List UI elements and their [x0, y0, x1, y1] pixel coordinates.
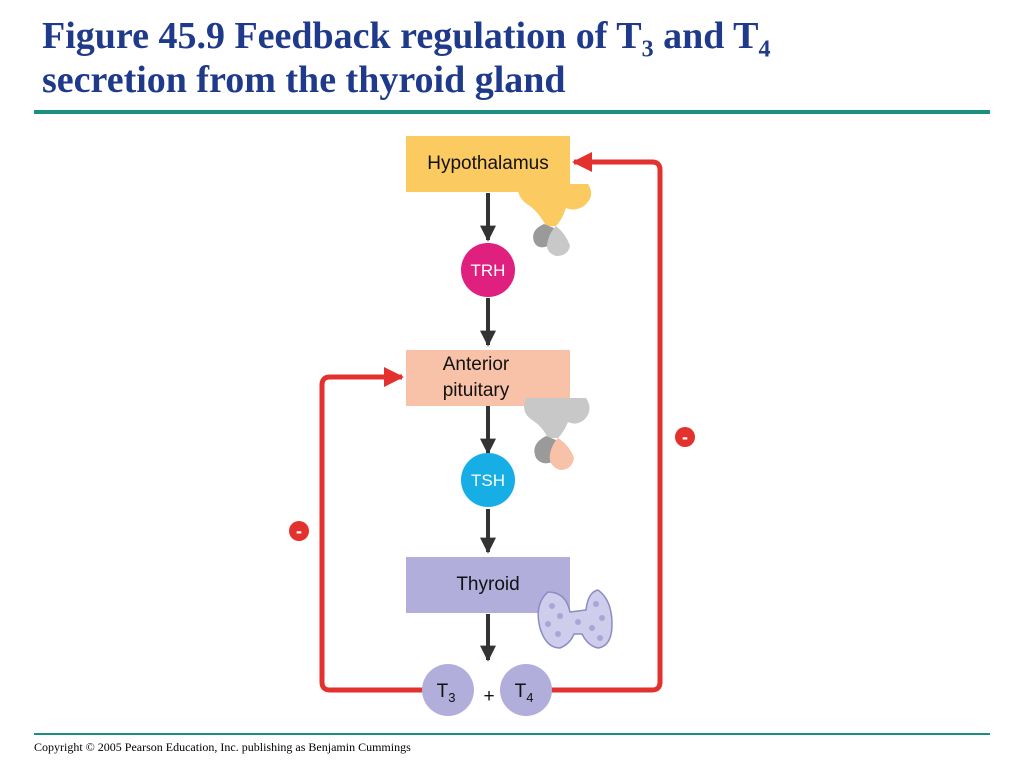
feedback-path-left	[319, 367, 428, 693]
copyright-text: Copyright © 2005 Pearson Education, Inc.…	[34, 740, 411, 754]
pituitary-illustration	[524, 398, 590, 470]
hypothalamus-label: Hypothalamus	[427, 153, 548, 174]
plus-sign: +	[483, 686, 494, 707]
t4-circle	[500, 664, 552, 716]
negative-sign-right: -	[682, 427, 688, 447]
t3-subscript: 3	[448, 690, 455, 705]
thyroid-gland-illustration	[537, 589, 613, 649]
slide-title: Figure 45.9 Feedback regulation of T3 an…	[42, 14, 1002, 102]
t3-base: T	[437, 681, 449, 702]
thyroid-label: Thyroid	[456, 574, 519, 595]
t3-circle	[422, 664, 474, 716]
trh-circle	[461, 243, 515, 297]
trh-label: TRH	[471, 261, 506, 280]
feedback-path-right	[550, 152, 663, 693]
t3-label: T3	[437, 681, 456, 705]
title-line2-text: secretion from the thyroid gland	[42, 59, 566, 101]
hypothalamus-box	[406, 136, 570, 192]
hypothalamus-pituitary-illustration	[517, 184, 592, 256]
negative-feedback-right-icon: -	[675, 427, 695, 447]
title-and-text: and T	[653, 15, 759, 57]
anterior-pituitary-box	[406, 350, 570, 406]
negative-sign-left: -	[296, 521, 302, 541]
t4-subscript: 4	[526, 690, 533, 705]
tsh-label: TSH	[471, 471, 505, 490]
anterior-label-line1: Anterior	[443, 354, 510, 375]
anterior-label-line2: pituitary	[443, 380, 510, 401]
top-divider	[34, 110, 990, 114]
title-sub-4: 4	[758, 36, 771, 63]
t4-label: T4	[515, 681, 534, 705]
t4-base: T	[515, 681, 527, 702]
title-sub-3: 3	[641, 36, 654, 63]
bottom-divider	[34, 733, 990, 735]
tsh-circle	[461, 453, 515, 507]
title-line1-text: Figure 45.9 Feedback regulation of T	[42, 15, 642, 57]
negative-feedback-left-icon: -	[289, 521, 309, 541]
